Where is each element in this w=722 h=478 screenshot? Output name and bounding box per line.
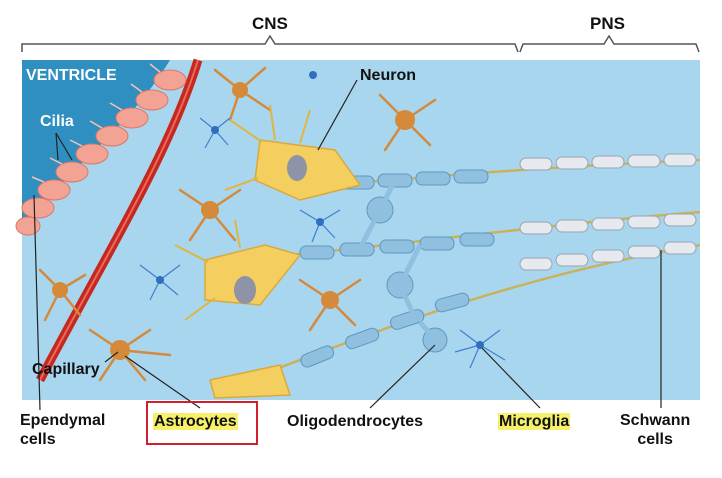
astrocytes-label: Astrocytes xyxy=(153,412,238,431)
schwann-line2: cells xyxy=(637,431,673,448)
astrocyte-body xyxy=(232,82,248,98)
microglia-label: Microglia xyxy=(498,412,571,431)
ependymal-line1: Ependymal xyxy=(20,412,106,429)
ependymal-cells xyxy=(15,69,187,236)
pns-header: PNS xyxy=(590,14,625,33)
astrocyte-body xyxy=(321,291,339,309)
astrocytes-text: Astrocytes xyxy=(153,413,238,430)
microglia-body xyxy=(156,276,164,284)
oligodendrocytes-label: Oligodendrocytes xyxy=(287,413,424,430)
schwann-cells xyxy=(519,153,697,271)
microglia-body xyxy=(476,341,484,349)
astrocyte-body xyxy=(201,201,219,219)
neurons xyxy=(204,139,362,399)
ependymal-line2: cells xyxy=(20,431,56,448)
cilia-label: Cilia xyxy=(40,113,74,130)
microglia xyxy=(139,117,506,369)
capillary-label: Capillary xyxy=(32,361,100,378)
neuron-label: Neuron xyxy=(360,67,416,84)
cilia xyxy=(31,63,161,183)
ventricle-label: VENTRICLE xyxy=(26,67,117,84)
schwann-line1: Schwann xyxy=(620,412,691,429)
schwann-cells-label: Schwann cells xyxy=(620,411,690,449)
astrocyte-body xyxy=(395,110,415,130)
pns-bracket xyxy=(519,34,700,53)
astrocytes-selection-box xyxy=(146,401,258,445)
ependymal-cells-label: Ependymal cells xyxy=(20,411,105,449)
leader-lines xyxy=(33,79,662,411)
astrocytes xyxy=(38,66,437,382)
microglia-text: Microglia xyxy=(498,413,571,430)
astrocyte-body xyxy=(52,282,68,298)
microglia-body xyxy=(309,71,317,79)
microglia-body xyxy=(211,126,219,134)
microglia-body xyxy=(316,218,324,226)
cns-header: CNS xyxy=(252,14,288,33)
cns-bracket xyxy=(21,34,519,53)
